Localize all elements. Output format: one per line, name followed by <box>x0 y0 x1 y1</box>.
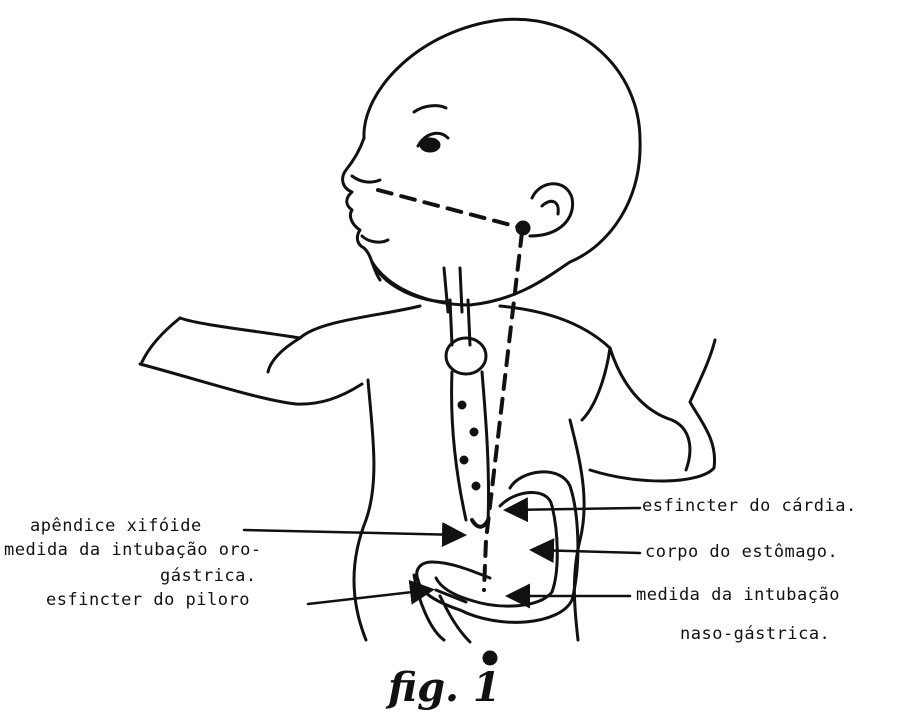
arrow-apendice <box>244 530 462 535</box>
ear-outline <box>517 184 573 236</box>
label-esfincter-cardia: esfincter do cárdia. <box>642 496 857 516</box>
head-outline <box>343 19 640 305</box>
nose-ear-measure-line <box>378 190 522 228</box>
stomach-outline <box>414 472 578 642</box>
ink-dot <box>484 652 496 664</box>
label-esfincter-piloro: esfincter do piloro <box>46 590 250 610</box>
label-medida-oro-line1: medida da intubação oro- <box>4 540 262 560</box>
label-apendice-xifoide: apêndice xifóide <box>30 516 202 536</box>
arrow-piloro <box>308 590 430 604</box>
esophagus <box>446 300 489 527</box>
label-medida-oro-line2: gástrica. <box>160 566 257 586</box>
arrow-cardia <box>508 508 640 510</box>
figure-caption: fig. 1 <box>388 664 501 711</box>
label-medida-naso-line1: medida da intubação <box>636 585 840 605</box>
tube-dashed-line <box>484 232 522 590</box>
arrow-corpo <box>534 550 640 553</box>
eye-icon <box>414 106 448 151</box>
label-medida-naso-line2: naso-gástrica. <box>680 624 830 644</box>
label-corpo-estomago: corpo do estômago. <box>645 542 838 562</box>
